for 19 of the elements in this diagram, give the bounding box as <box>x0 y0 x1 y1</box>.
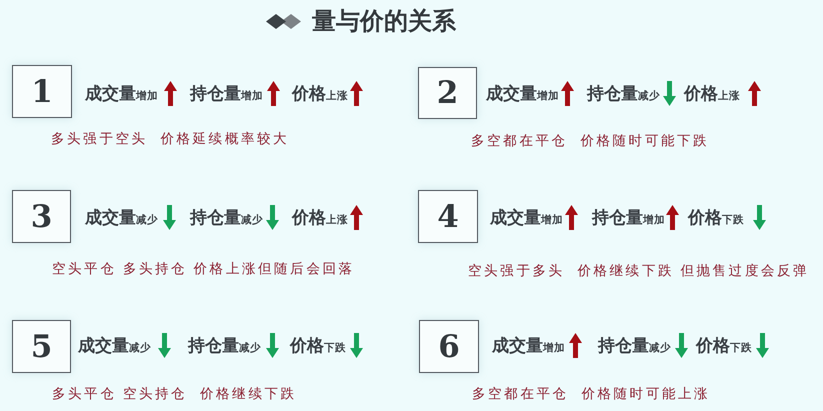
step-number: 6 <box>438 330 460 364</box>
description-text: 多头平仓 空头持仓 价格继续下跌 <box>52 385 297 403</box>
step-number: 2 <box>436 76 458 110</box>
number-box <box>419 320 479 373</box>
number-box <box>12 320 71 373</box>
description-text: 空头平仓 多头持仓 价格上涨但随后会回落 <box>52 260 355 278</box>
description-text: 空头强于多头 价格继续下跌 但抛售过度会反弹 <box>468 262 810 280</box>
step-number: 3 <box>30 200 52 234</box>
description-text: 多空都在平仓 价格随时可能上涨 <box>472 385 710 403</box>
step-number: 5 <box>30 330 52 364</box>
number-box <box>418 190 478 243</box>
title-text: 量与价的关系 <box>312 6 456 36</box>
number-box <box>418 67 477 119</box>
description-text: 多空都在平仓 价格随时可能下跌 <box>471 132 710 150</box>
step-number: 4 <box>437 200 459 234</box>
number-box <box>12 65 72 118</box>
number-box <box>12 190 71 243</box>
description-text: 多头强于空头 价格延续概率较大 <box>51 130 290 148</box>
step-number: 1 <box>31 74 53 108</box>
